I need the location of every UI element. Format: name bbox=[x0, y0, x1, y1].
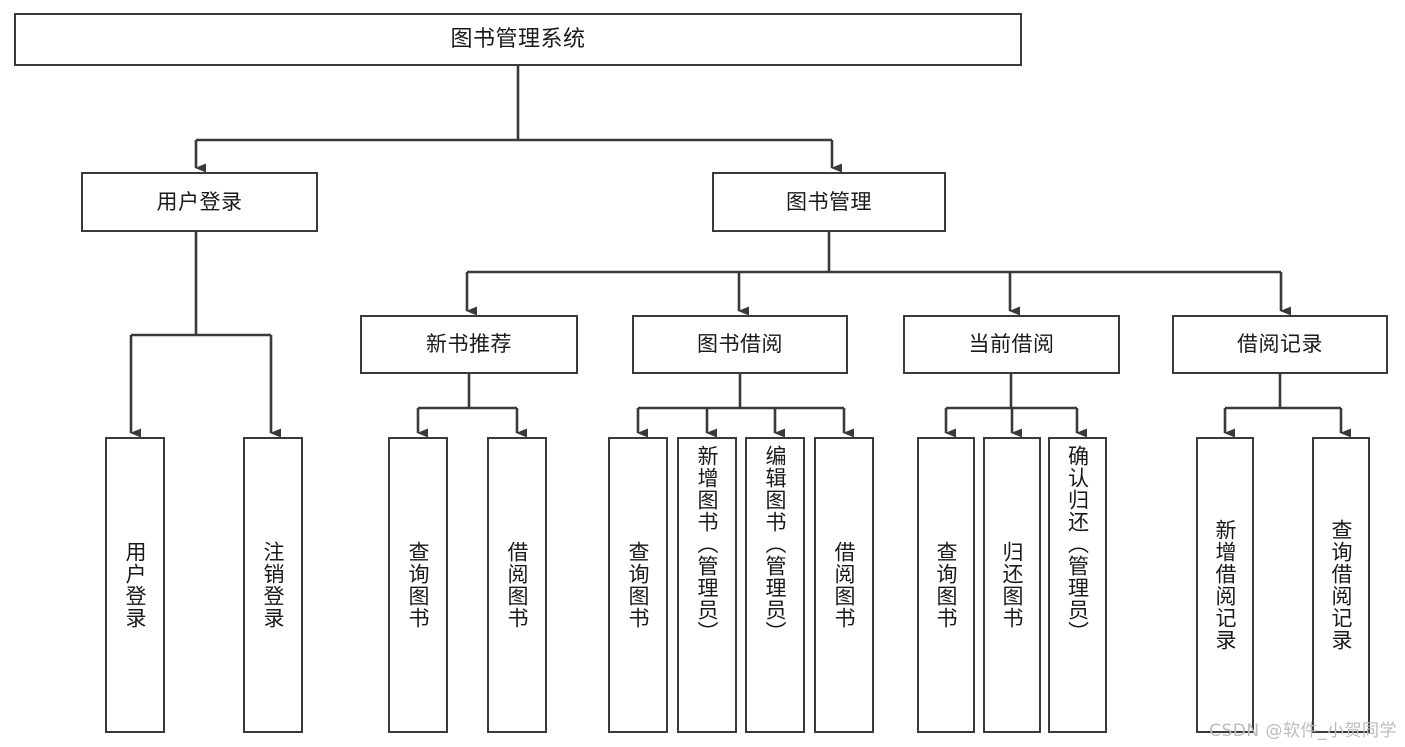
node-current-borrow[interactable]: 当前借阅 bbox=[903, 315, 1120, 374]
node-label: 图书管理 bbox=[786, 189, 872, 214]
node-leaf-logout-login[interactable]: 注销登录 bbox=[243, 437, 303, 733]
node-label: 确认归还（管理员） bbox=[1065, 445, 1090, 643]
node-label: 查询借阅记录 bbox=[1329, 519, 1354, 651]
node-leaf-query-borrow-record[interactable]: 查询借阅记录 bbox=[1312, 437, 1370, 733]
node-book-borrow[interactable]: 图书借阅 bbox=[632, 315, 848, 374]
node-label: 借阅图书 bbox=[832, 541, 857, 629]
node-leaf-edit-book-admin[interactable]: 编辑图书（管理员） bbox=[745, 437, 805, 733]
node-label: 查询图书 bbox=[934, 541, 959, 629]
node-label: 图书管理系统 bbox=[450, 26, 586, 52]
node-borrow-record[interactable]: 借阅记录 bbox=[1172, 315, 1388, 374]
node-book-management[interactable]: 图书管理 bbox=[712, 172, 946, 232]
node-label: 查询图书 bbox=[626, 541, 651, 629]
node-leaf-borrow-book-recommend[interactable]: 借阅图书 bbox=[487, 437, 547, 733]
node-label: 新书推荐 bbox=[426, 332, 512, 357]
node-new-book-recommend[interactable]: 新书推荐 bbox=[360, 315, 578, 374]
node-label: 用户登录 bbox=[156, 189, 243, 214]
node-label: 用户登录 bbox=[123, 541, 148, 629]
node-label: 借阅记录 bbox=[1237, 332, 1323, 357]
csdn-watermark: CSDN @软件_小贺同学 bbox=[1209, 721, 1397, 741]
node-leaf-query-book-borrow[interactable]: 查询图书 bbox=[608, 437, 668, 733]
node-book-management-system[interactable]: 图书管理系统 bbox=[14, 13, 1022, 66]
node-leaf-add-book-admin[interactable]: 新增图书（管理员） bbox=[677, 437, 737, 733]
node-leaf-return-book[interactable]: 归还图书 bbox=[983, 437, 1041, 733]
node-label: 查询图书 bbox=[406, 541, 431, 629]
node-label: 新增图书（管理员） bbox=[695, 445, 720, 643]
node-leaf-confirm-return-admin[interactable]: 确认归还（管理员） bbox=[1048, 437, 1107, 733]
node-label: 图书借阅 bbox=[697, 332, 783, 357]
node-label: 新增借阅记录 bbox=[1213, 519, 1238, 651]
node-leaf-borrow-book[interactable]: 借阅图书 bbox=[814, 437, 874, 733]
node-label: 借阅图书 bbox=[505, 541, 530, 629]
node-leaf-user-login[interactable]: 用户登录 bbox=[105, 437, 165, 733]
node-label: 编辑图书（管理员） bbox=[763, 445, 788, 643]
node-label: 注销登录 bbox=[261, 541, 286, 629]
node-leaf-query-book-recommend[interactable]: 查询图书 bbox=[388, 437, 448, 733]
node-label: 当前借阅 bbox=[968, 332, 1055, 357]
node-leaf-add-borrow-record[interactable]: 新增借阅记录 bbox=[1196, 437, 1254, 733]
node-user-login[interactable]: 用户登录 bbox=[81, 172, 318, 232]
node-label: 归还图书 bbox=[1000, 541, 1025, 629]
node-leaf-query-book-current[interactable]: 查询图书 bbox=[917, 437, 975, 733]
